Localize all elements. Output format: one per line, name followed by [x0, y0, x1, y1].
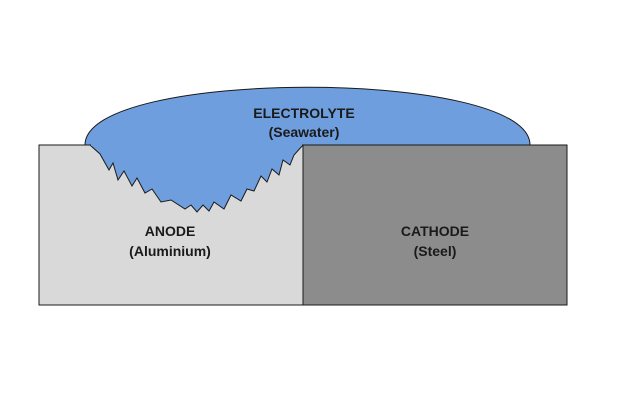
electrolyte-subtitle: (Seawater)	[269, 124, 340, 140]
corrosion-pit	[88, 144, 305, 213]
anode-title: ANODE	[145, 223, 196, 239]
anode-subtitle: (Aluminium)	[129, 243, 211, 259]
electrolyte-dome	[84, 86, 531, 146]
cathode-title: CATHODE	[401, 223, 469, 239]
cathode-subtitle: (Steel)	[414, 243, 457, 259]
electrolyte-title: ELECTROLYTE	[253, 105, 354, 121]
cathode-block	[302, 144, 568, 306]
